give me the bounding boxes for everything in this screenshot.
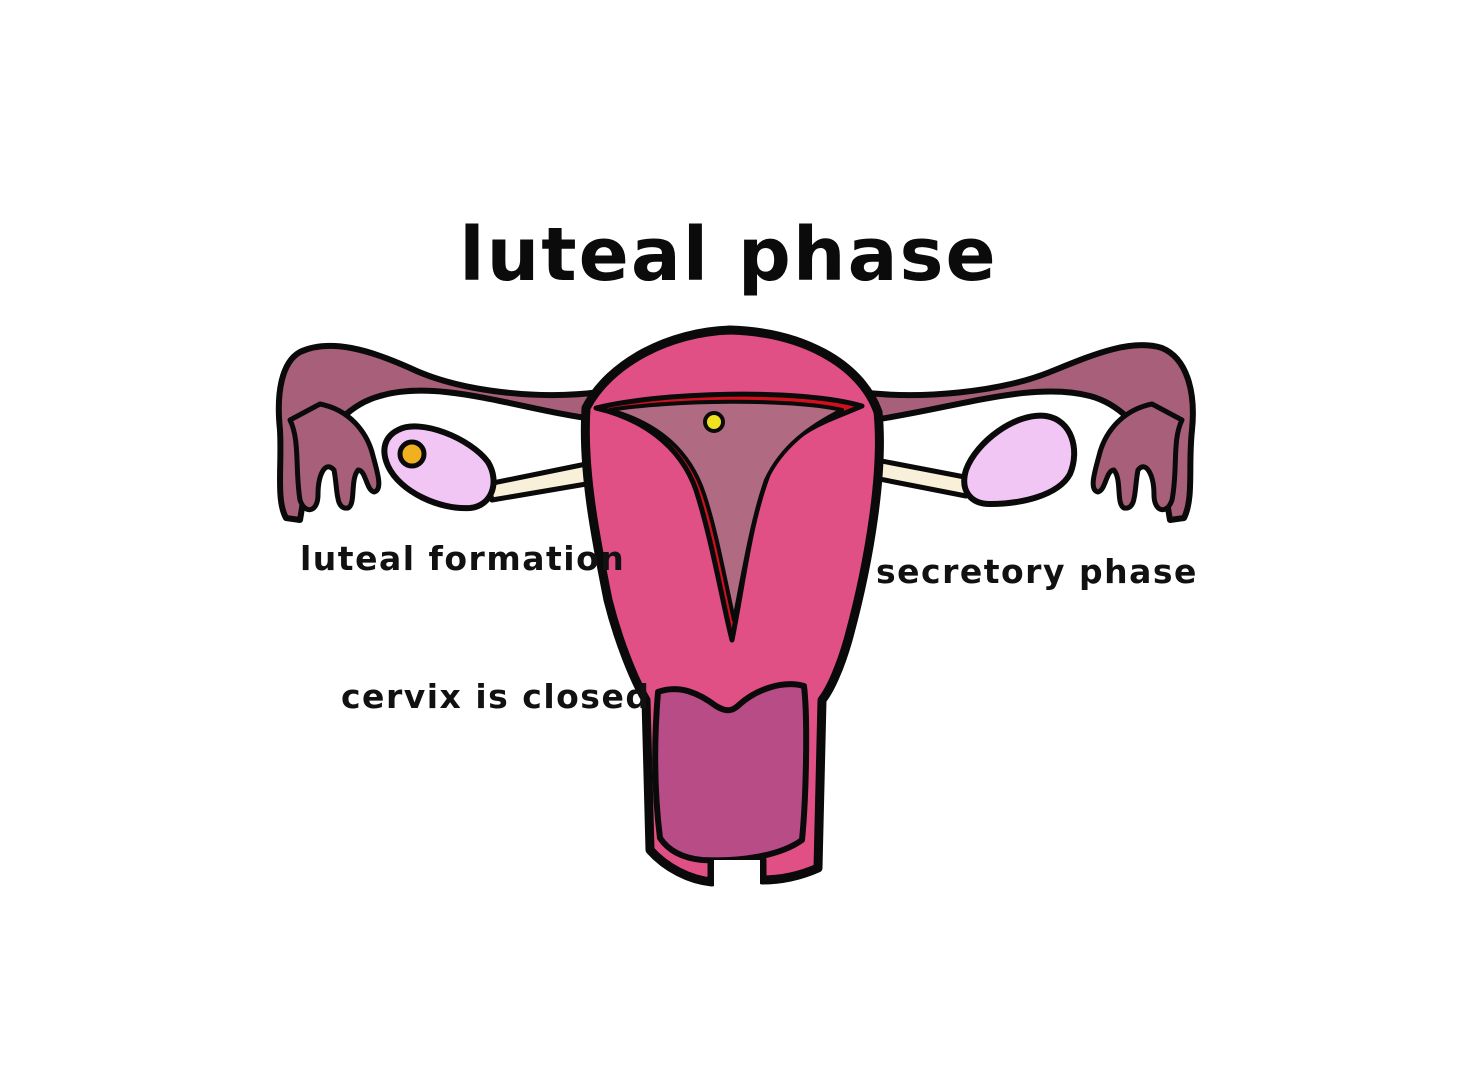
label-luteal-formation: luteal formation	[300, 542, 625, 575]
cervix	[655, 684, 806, 860]
left-ovarian-ligament	[488, 462, 598, 500]
left-fimbriae	[290, 404, 379, 510]
right-ovary	[964, 416, 1074, 504]
right-fimbriae	[1093, 404, 1182, 510]
corpus-luteum	[400, 442, 424, 466]
left-ovary	[384, 426, 493, 508]
egg	[705, 413, 723, 431]
label-cervix-closed: cervix is closed	[341, 680, 650, 713]
cervical-opening	[714, 860, 760, 890]
label-secretory-phase: secretory phase	[876, 555, 1198, 588]
